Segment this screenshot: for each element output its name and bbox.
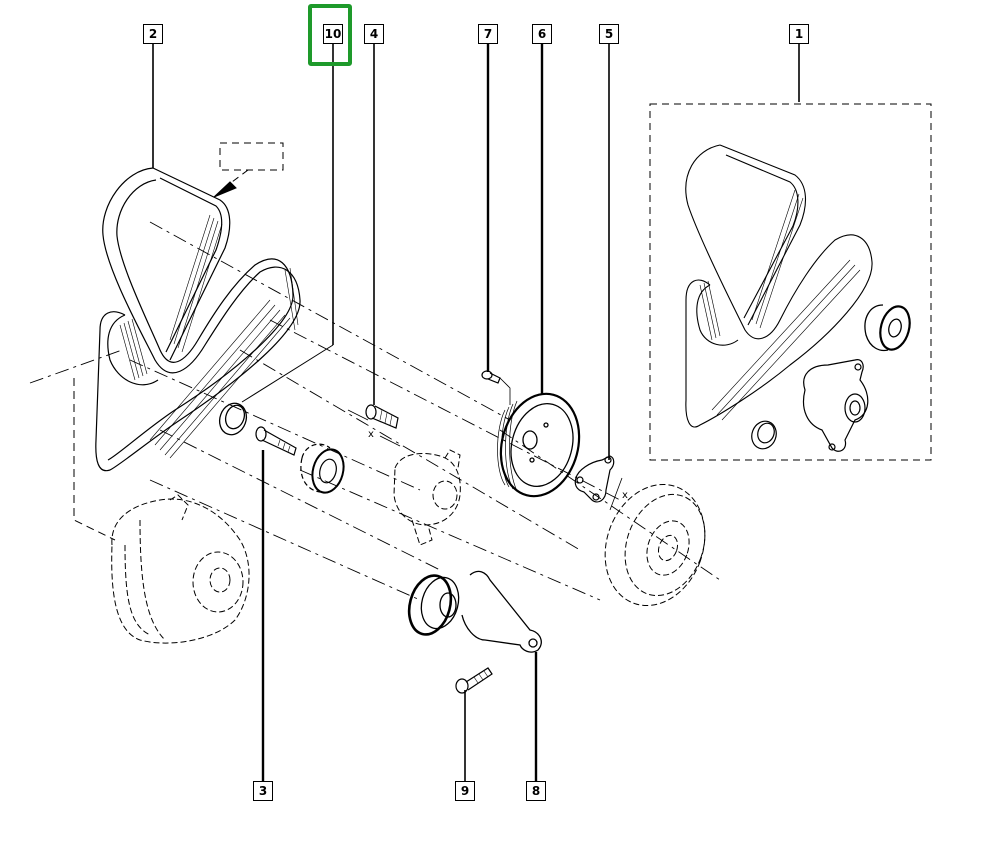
alternator (112, 495, 249, 643)
damper-pulley (589, 470, 722, 619)
kit-belt (686, 145, 872, 427)
selected-callout-highlight (308, 4, 352, 66)
crankshaft-pulley-part-6 (490, 385, 590, 505)
kit-enclosure (650, 104, 931, 460)
callout-2[interactable]: 2 (143, 24, 163, 44)
leader-10-bend (242, 345, 333, 402)
screw-part-7 (482, 371, 510, 405)
stud-bolt-part-4 (348, 405, 400, 446)
kit-tensioner (804, 360, 868, 452)
callout-6[interactable]: 6 (532, 24, 552, 44)
idler-pulley (301, 444, 348, 496)
dimension-label-x: x (368, 429, 374, 440)
callout-1[interactable]: 1 (789, 24, 809, 44)
dimension-label-x-2: x (622, 490, 628, 501)
reference-box (220, 143, 283, 182)
reference-arrow-icon (214, 182, 236, 197)
kit-seal-ring (748, 418, 780, 453)
leader-lines (153, 43, 799, 782)
callout-9[interactable]: 9 (455, 781, 475, 801)
callout-8[interactable]: 8 (526, 781, 546, 801)
bolt-part-3 (256, 427, 296, 455)
callout-3[interactable]: 3 (253, 781, 273, 801)
callout-7[interactable]: 7 (478, 24, 498, 44)
callout-10[interactable]: 10 (323, 24, 343, 44)
bolt-part-9 (456, 668, 492, 693)
tensioner-housing (394, 450, 460, 545)
assembly-axis-lines (30, 222, 720, 600)
alternator-link-line (74, 378, 115, 540)
seal-ring-part-10 (215, 400, 250, 439)
bracket-plate-part-5 (575, 456, 622, 510)
callout-4[interactable]: 4 (364, 24, 384, 44)
pulley-bracket-part-8 (403, 571, 541, 652)
callout-5[interactable]: 5 (599, 24, 619, 44)
kit-idler-pulley (865, 303, 914, 353)
drive-belt (96, 168, 300, 471)
